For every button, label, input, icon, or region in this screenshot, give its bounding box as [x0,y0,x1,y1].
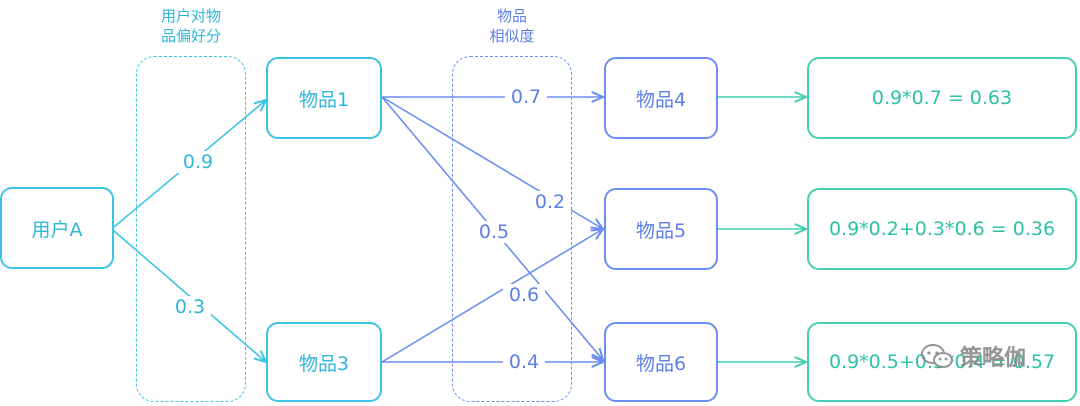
item6-node: 物品6 [604,322,718,402]
weight-item3-item6: 0.4 [502,351,546,373]
item-similarity-group [452,56,572,402]
edge-item3-item5 [381,229,603,363]
weight-item1-item6: 0.5 [472,221,516,243]
caption-line: 品偏好分 [160,27,221,45]
weight-item1-item4: 0.7 [504,86,548,108]
caption-line: 相似度 [489,27,535,45]
weight-user-item1: 0.9 [176,151,220,173]
item1-node: 物品1 [266,57,382,139]
user-preference-group [136,56,246,402]
caption-line: 用户对物 [160,7,221,25]
item5-node: 物品5 [604,188,718,270]
wechat-icon [921,344,953,368]
weight-user-item3: 0.3 [168,296,212,318]
weight-item1-item5: 0.2 [528,191,572,213]
item-similarity-caption: 物品 相似度 [452,6,572,46]
result-item5: 0.9*0.2+0.3*0.6 = 0.36 [807,188,1077,270]
user-node: 用户A [0,187,114,269]
caption-line: 物品 [496,7,527,25]
item4-node: 物品4 [604,57,718,139]
watermark-text: 策略伽 [960,346,1027,371]
weight-item3-item5: 0.6 [502,284,546,306]
item3-node: 物品3 [266,322,382,402]
user-preference-caption: 用户对物 品偏好分 [136,6,246,46]
watermark: 策略伽 [920,340,1026,372]
result-item4: 0.9*0.7 = 0.63 [807,57,1077,139]
